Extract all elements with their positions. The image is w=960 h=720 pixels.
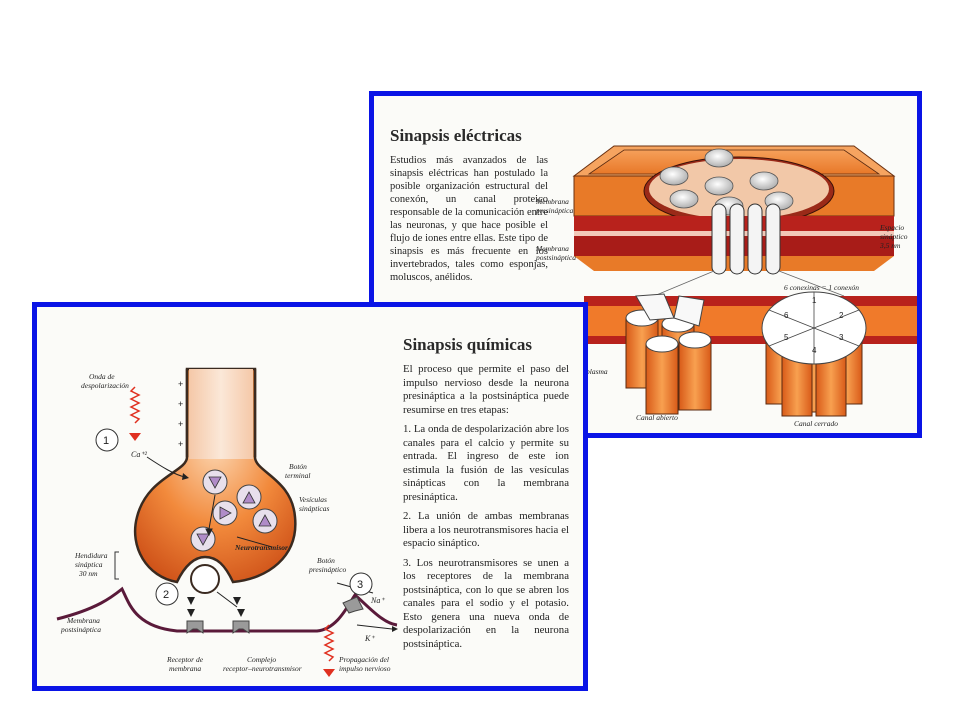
label-presynaptic-button-1: Botón xyxy=(317,556,335,565)
internal-arrows xyxy=(205,494,273,548)
label-sodium: Na⁺ xyxy=(370,596,385,605)
label-potassium: K⁺ xyxy=(364,634,375,643)
label-presynaptic-membrane-1: Membrana xyxy=(535,197,569,206)
chemical-synapse-diagram: + + + + 1 2 3 Onda de despolarización Ca… xyxy=(56,367,398,677)
label-closed-channel: Canal cerrado xyxy=(794,419,838,428)
propagation-arrow xyxy=(323,624,335,677)
label-presynaptic-button-2: presináptico xyxy=(308,565,346,574)
label-membrane-receptor-1: Receptor de xyxy=(166,655,204,664)
label-synaptic-cleft-1: Hendidura xyxy=(74,551,108,560)
calcium-arrow xyxy=(146,456,186,478)
charge-mark-2: + xyxy=(178,399,183,409)
label-vesicles-1: Vesículas xyxy=(299,495,327,504)
label-presynaptic-membrane-2: presináptica xyxy=(535,206,573,215)
connexin-number-5: 5 xyxy=(784,333,789,342)
label-synaptic-space-3: 3,5 nm xyxy=(879,241,901,250)
membrane-receptors xyxy=(186,596,364,634)
connexon-diagram: 1 2 3 4 5 6 Membrana presináptica Membra… xyxy=(535,145,917,428)
chemical-paragraph-step-2: 2. La unión de ambas membranas libera a … xyxy=(403,510,569,549)
label-vesicles-2: sinápticas xyxy=(299,504,329,513)
svg-text:2: 2 xyxy=(163,589,169,601)
label-terminal-button-2: terminal xyxy=(285,471,310,480)
label-postsynaptic-membrane-2: postsináptica xyxy=(535,253,576,262)
chemical-paragraph-step-1: 1. La onda de despolarización abre los c… xyxy=(403,423,569,503)
electric-body-text: Estudios más avanzados de las sinapsis e… xyxy=(390,155,548,283)
label-synaptic-cleft-3: 30 nm xyxy=(78,569,98,578)
connexin-number-6: 6 xyxy=(784,311,789,320)
step-marker-2: 2 xyxy=(155,582,179,606)
label-postsynaptic-membrane-1: Membrana xyxy=(66,616,100,625)
chemical-synapse-panel: Sinapsis químicas El proceso que permite… xyxy=(32,302,588,691)
label-propagation-1: Propagación del xyxy=(338,655,389,664)
charge-mark-3: + xyxy=(178,419,183,429)
k-ion-arrow xyxy=(356,624,393,630)
closed-channel xyxy=(761,291,867,417)
depolarization-wave-arrow xyxy=(129,386,141,441)
connexin-number-4: 4 xyxy=(812,346,817,355)
postsynaptic-membrane xyxy=(56,586,398,633)
chemical-paragraph-step-3: 3. Los neurotransmisores se unen a los r… xyxy=(403,556,569,650)
chemical-title: Sinapsis químicas xyxy=(403,335,532,354)
electric-synapse-panel: Sinapsis eléctricas Estudios más avanzad… xyxy=(369,91,922,438)
presynaptic-membrane-block xyxy=(572,145,896,226)
label-propagation-2: impulso nervioso xyxy=(339,664,391,673)
step-marker-3: 3 xyxy=(349,572,373,596)
label-receptor-complex-1: Complejo xyxy=(247,655,276,664)
connexon-channel xyxy=(711,203,781,275)
charge-mark-1: + xyxy=(178,379,183,389)
neurotransmitter-release-arrows xyxy=(187,591,245,617)
label-membrane-receptor-2: membrana xyxy=(169,664,201,673)
label-receptor-complex-2: receptor–neurotransmisor xyxy=(223,664,302,673)
synaptic-vesicles xyxy=(190,469,278,552)
step-marker-1: 1 xyxy=(95,428,119,452)
label-calcium: Ca⁺² xyxy=(131,450,148,459)
label-terminal-button-1: Botón xyxy=(289,462,307,471)
cleft-bracket xyxy=(114,551,119,580)
connexin-number-3: 3 xyxy=(839,333,844,342)
label-postsynaptic-membrane-2: postsináptica xyxy=(60,625,101,634)
label-synaptic-space-2: sináptico xyxy=(880,232,908,241)
connexin-number-1: 1 xyxy=(812,296,817,305)
label-plasma: plasma xyxy=(585,367,608,376)
chemical-paragraph-intro: El proceso que permite el paso del impul… xyxy=(403,363,569,416)
svg-text:3: 3 xyxy=(357,579,363,591)
label-open-channel: Canal abierto xyxy=(636,413,678,422)
electric-title: Sinapsis eléctricas xyxy=(390,126,522,145)
svg-text:1: 1 xyxy=(103,435,109,447)
label-postsynaptic-membrane-1: Membrana xyxy=(535,244,569,253)
charge-mark-4: + xyxy=(178,439,183,449)
label-synaptic-space-1: Espacio xyxy=(879,223,904,232)
label-synaptic-cleft-2: sináptica xyxy=(75,560,103,569)
open-channel xyxy=(625,293,712,415)
label-neurotransmitter: Neurotransmisor xyxy=(234,543,288,552)
label-depolarization-wave-1: Onda de xyxy=(89,372,115,381)
connexin-number-2: 2 xyxy=(839,311,844,320)
chemical-body-text: El proceso que permite el paso del impul… xyxy=(403,363,569,657)
label-connexins: 6 conexinas = 1 conexón xyxy=(784,283,859,292)
label-depolarization-wave-2: despolarización xyxy=(81,381,129,390)
